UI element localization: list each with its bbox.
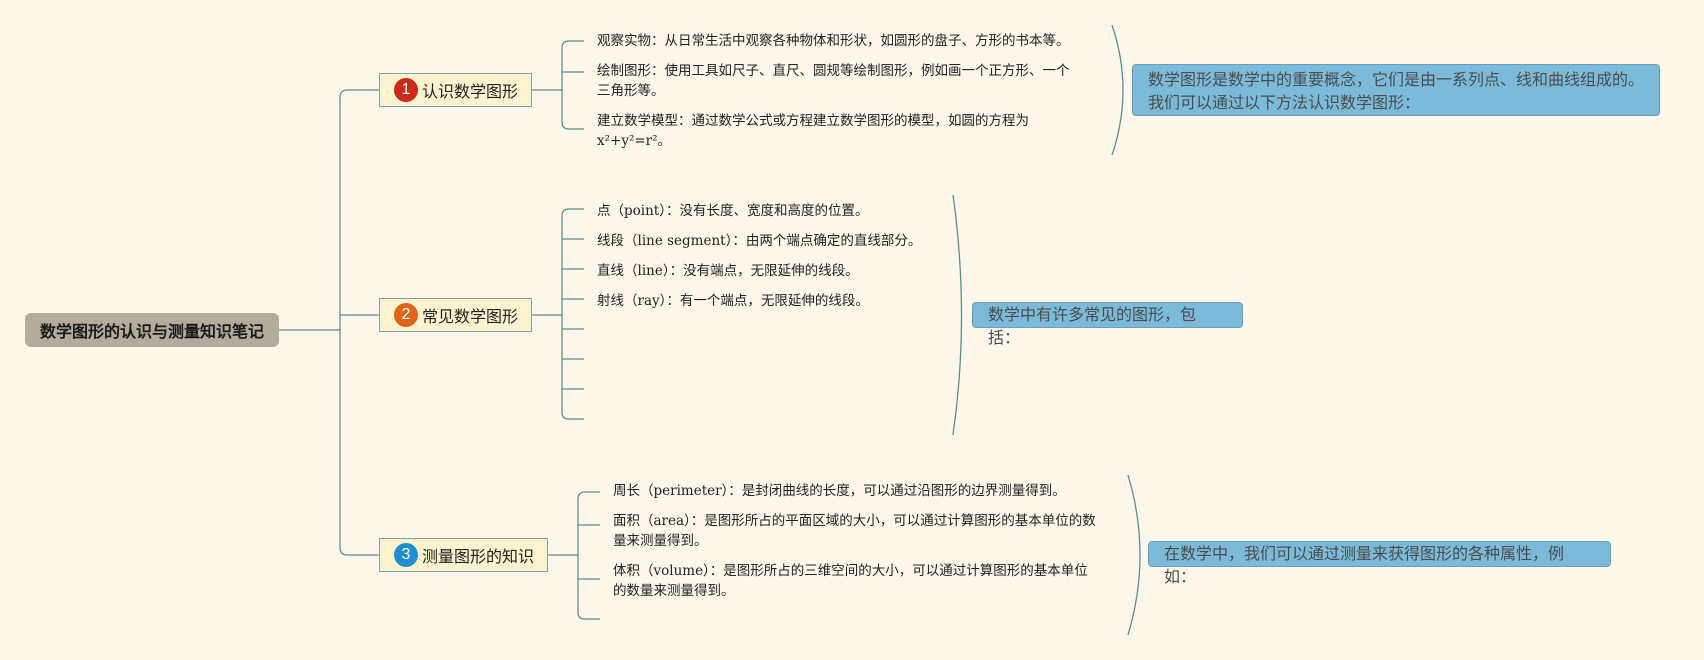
branch-measurement[interactable]: 3 测量图形的知识 xyxy=(379,538,548,572)
leaf-area-cont: 量来测量得到。 xyxy=(613,533,708,549)
leaf-draw: 绘制图形：使用工具如尺子、直尺、圆规等绘制图形，例如画一个正方形、一个 xyxy=(597,63,1070,79)
leaf-volume-cont: 的数量来测量得到。 xyxy=(613,583,735,599)
branch-label: 测量图形的知识 xyxy=(422,547,535,566)
summary-recognize-shapes[interactable]: 数学图形是数学中的重要概念，它们是由一系列点、线和曲线组成的。 我们可以通过以下… xyxy=(1132,64,1660,116)
root-topic[interactable]: 数学图形的认识与测量知识笔记 xyxy=(25,313,279,347)
number-2-icon: 2 xyxy=(394,303,418,327)
root-topic-label: 数学图形的认识与测量知识笔记 xyxy=(39,322,264,341)
leaf-area: 面积（area）：是图形所占的平面区域的大小，可以通过计算图形的基本单位的数 xyxy=(613,513,1096,529)
summary-measurement[interactable]: 在数学中，我们可以通过测量来获得图形的各种属性，例如： xyxy=(1148,541,1611,586)
leaf-perimeter: 周长（perimeter）：是封闭曲线的长度，可以通过沿图形的边界测量得到。 xyxy=(613,483,1066,499)
summary-line: 我们可以通过以下方法认识数学图形： xyxy=(1148,93,1421,112)
leaf-model-cont: x²+y²=r²。 xyxy=(597,133,672,149)
leaf-point: 点（point）：没有长度、宽度和高度的位置。 xyxy=(597,203,869,219)
leaf-model: 建立数学模型：通过数学公式或方程建立数学图形的模型，如圆的方程为 xyxy=(597,113,1029,129)
branch-label: 认识数学图形 xyxy=(422,82,519,101)
leaf-line: 直线（line）：没有端点，无限延伸的线段。 xyxy=(597,263,859,279)
leaf-ray: 射线（ray）：有一个端点，无限延伸的线段。 xyxy=(597,293,869,309)
summary-common-shapes[interactable]: 数学中有许多常见的图形，包括： xyxy=(972,302,1243,347)
summary-line: 数学图形是数学中的重要概念，它们是由一系列点、线和曲线组成的。 xyxy=(1148,70,1645,89)
branch-common-shapes[interactable]: 2 常见数学图形 xyxy=(379,298,532,332)
summary-line: 数学中有许多常见的图形，包括： xyxy=(988,305,1197,347)
branch-recognize-shapes[interactable]: 1 认识数学图形 xyxy=(379,73,532,107)
leaf-line-segment: 线段（line segment）：由两个端点确定的直线部分。 xyxy=(597,233,922,249)
leaf-volume: 体积（volume）：是图形所占的三维空间的大小，可以通过计算图形的基本单位 xyxy=(613,563,1088,579)
number-3-icon: 3 xyxy=(394,543,418,567)
leaf-observe: 观察实物：从日常生活中观察各种物体和形状，如圆形的盘子、方形的书本等。 xyxy=(597,33,1070,49)
summary-line: 在数学中，我们可以通过测量来获得图形的各种属性，例如： xyxy=(1164,544,1565,586)
number-1-icon: 1 xyxy=(394,78,418,102)
leaf-draw-cont: 三角形等。 xyxy=(597,83,665,99)
branch-label: 常见数学图形 xyxy=(422,307,519,326)
